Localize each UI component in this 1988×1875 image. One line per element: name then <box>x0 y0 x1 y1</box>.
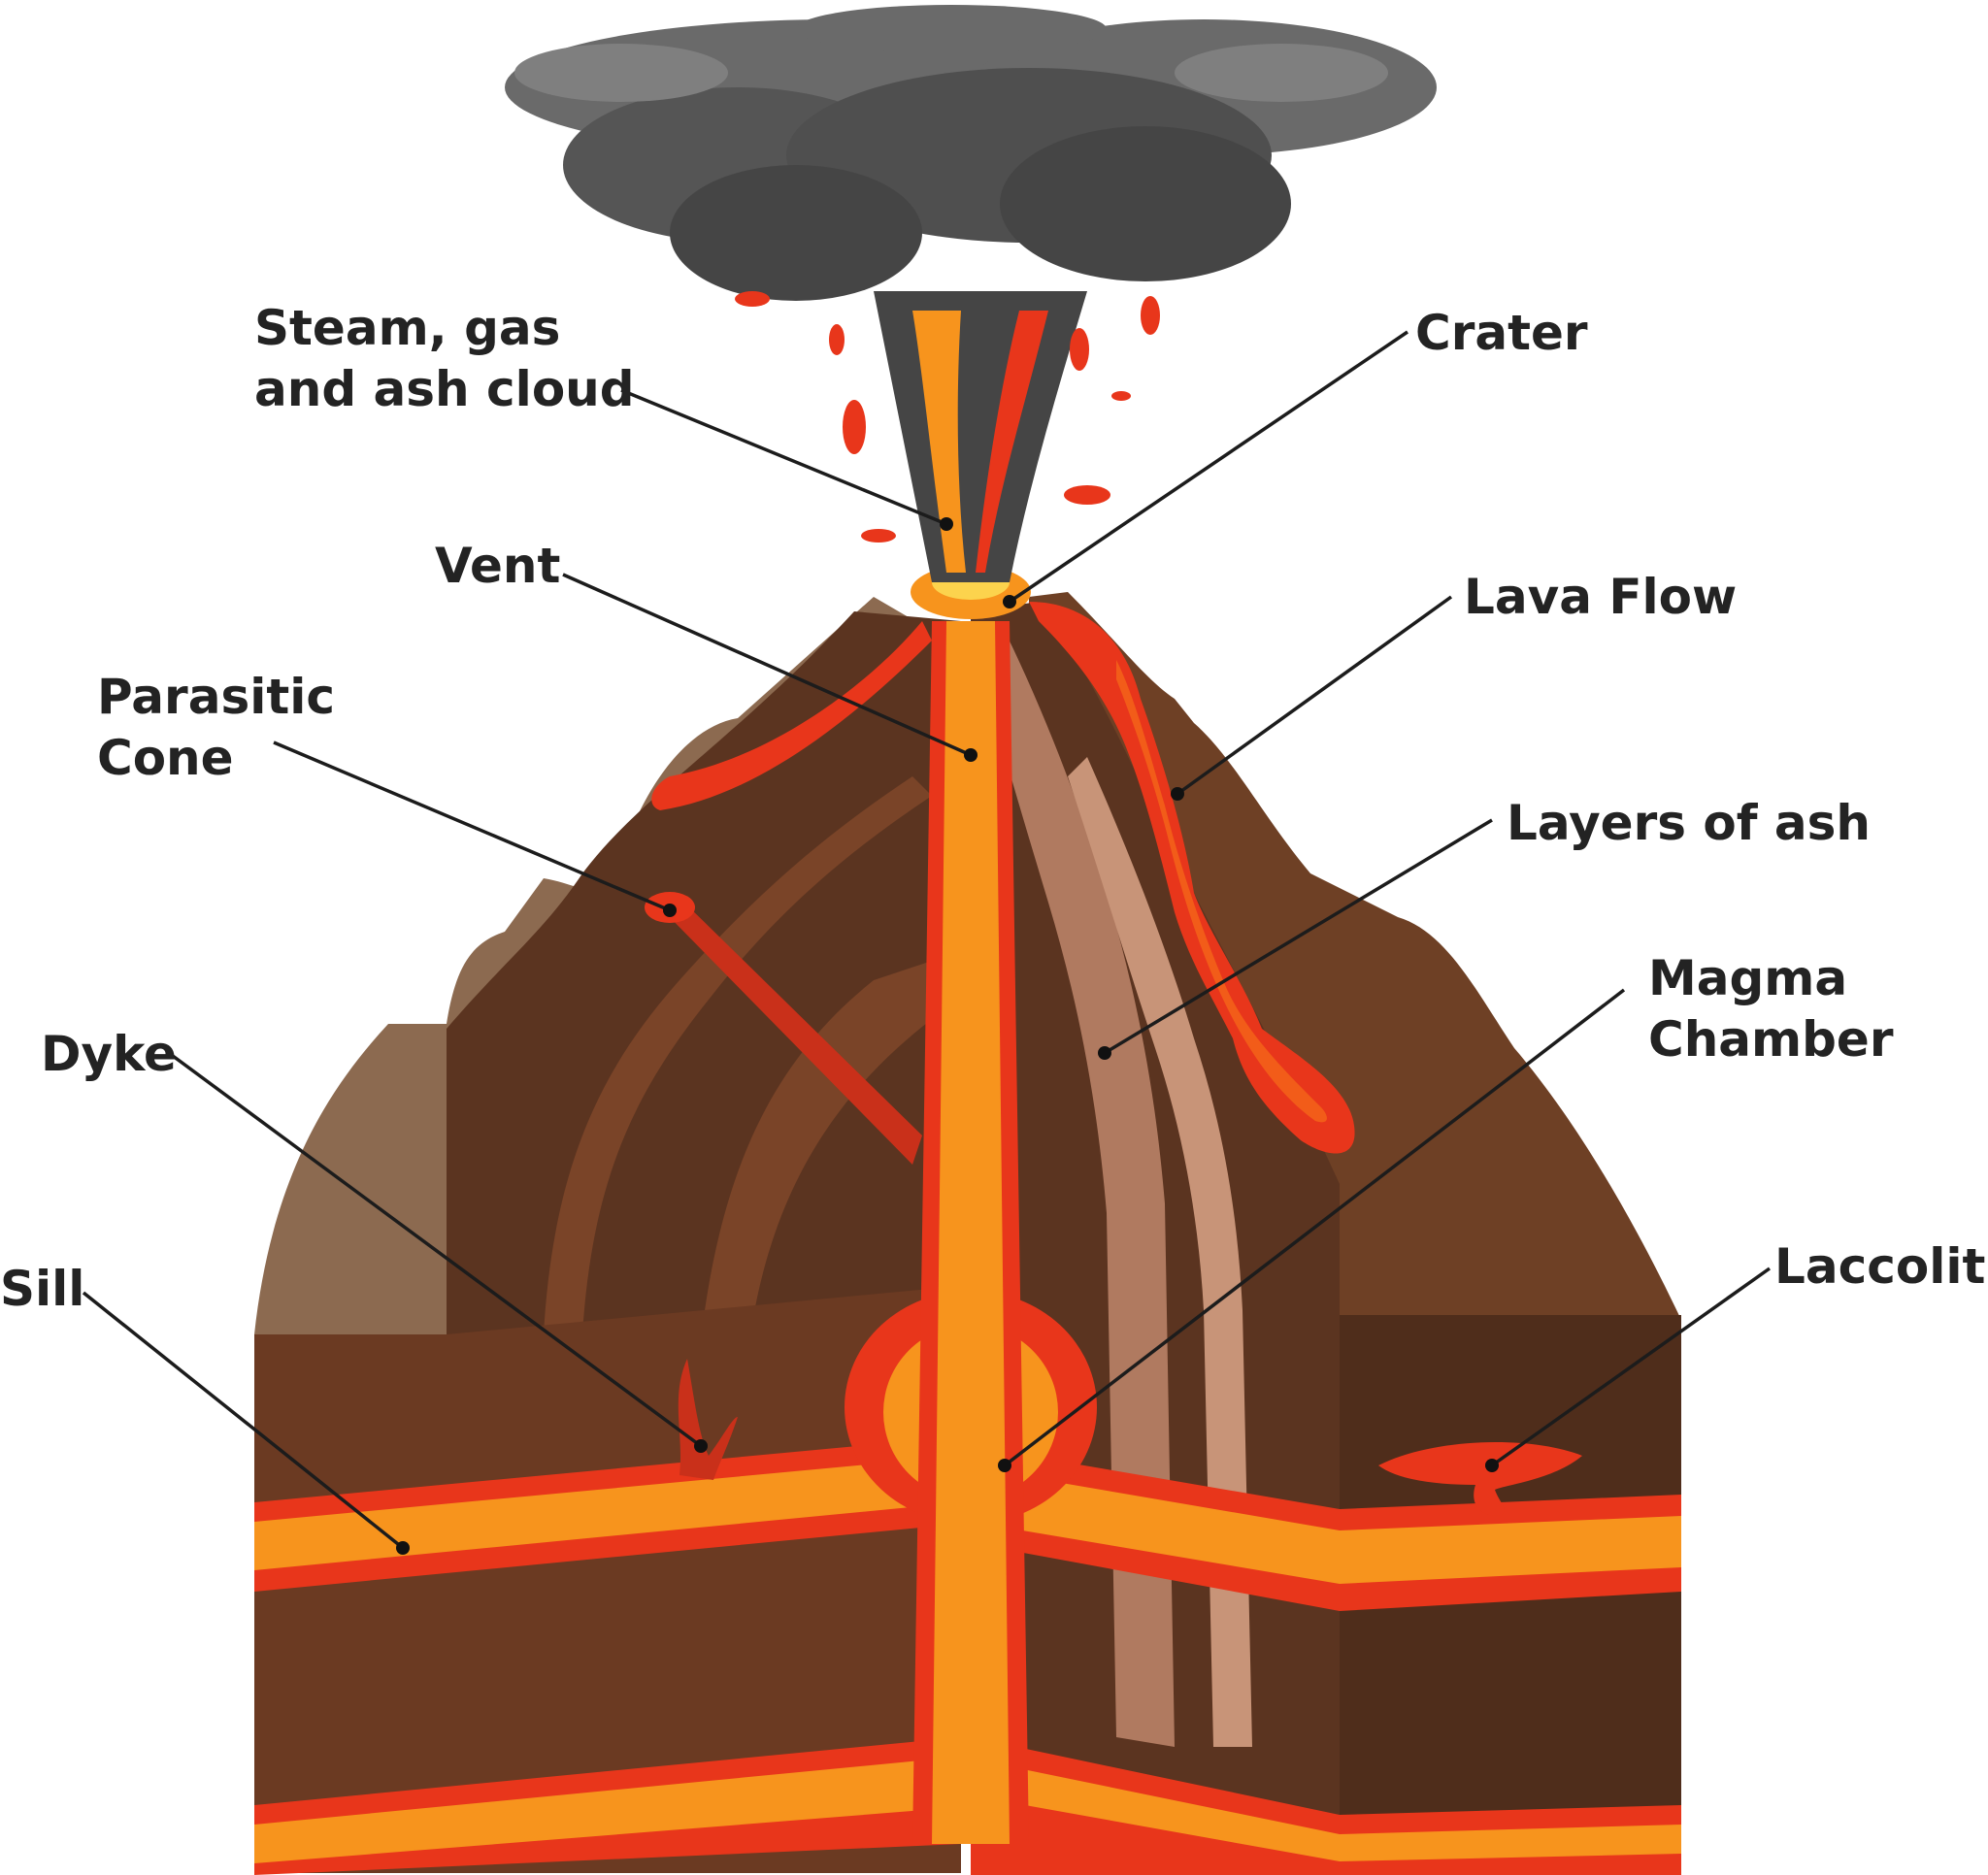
leader-steam-dot <box>940 517 953 531</box>
right-ash-layer-1 <box>971 621 1175 1747</box>
label-steam-line1: Steam, gas <box>254 300 560 356</box>
label-magma-line1: Magma <box>1648 950 1847 1006</box>
label-parasitic-line1: Parasitic <box>97 669 335 725</box>
label-vent: Vent <box>435 538 560 594</box>
label-parasitic-line2: Cone <box>97 730 234 786</box>
leader-laccolith-dot <box>1485 1459 1499 1472</box>
dyke-branch <box>660 898 922 1165</box>
leader-dyke <box>171 1054 703 1448</box>
label-layers-of-ash: Layers of ash <box>1507 795 1871 851</box>
label-crater: Crater <box>1415 305 1588 361</box>
leader-layers-of-ash-dot <box>1098 1046 1111 1060</box>
leader-lines <box>82 330 1772 1555</box>
leader-lava-flow-dot <box>1171 787 1184 801</box>
sill-bands <box>254 1436 1681 1875</box>
leader-sill-dot <box>396 1541 410 1555</box>
leader-parasitic-cone <box>273 740 671 912</box>
left-strata-2 <box>699 961 932 1359</box>
label-dyke: Dyke <box>41 1026 177 1082</box>
leader-sill <box>82 1291 405 1550</box>
leader-dyke-dot <box>694 1439 708 1453</box>
leader-parasitic-cone-dot <box>663 904 677 917</box>
left-strata-1 <box>544 776 932 1334</box>
right-ash-layer-2 <box>1068 757 1252 1747</box>
left-lower-block <box>254 1286 961 1873</box>
leader-crater <box>1009 330 1408 604</box>
leader-layers-of-ash <box>1104 818 1493 1055</box>
leader-lava-flow <box>1176 595 1453 796</box>
leader-laccolith <box>1490 1266 1772 1467</box>
leader-steam <box>620 388 947 526</box>
labels: Steam, gas and ash cloud Crater Vent Lav… <box>0 300 1988 1317</box>
ash-cloud <box>505 5 1437 582</box>
label-sill: Sill <box>0 1261 84 1317</box>
label-lava-flow: Lava Flow <box>1464 569 1737 625</box>
label-steam-line2: and ash cloud <box>254 361 635 417</box>
label-laccolith: Laccolith <box>1774 1238 1988 1295</box>
dyke-shape <box>678 1359 738 1480</box>
leader-vent-dot <box>964 748 977 762</box>
lava-flow-shape <box>1029 602 1355 1154</box>
leader-magma-chamber <box>1003 988 1626 1467</box>
label-magma-line2: Chamber <box>1648 1011 1894 1068</box>
leader-vent <box>562 573 972 757</box>
leader-magma-chamber-dot <box>998 1459 1011 1472</box>
leader-crater-dot <box>1003 595 1016 609</box>
magma-system <box>645 621 1582 1844</box>
laccolith-shape <box>1378 1442 1582 1516</box>
